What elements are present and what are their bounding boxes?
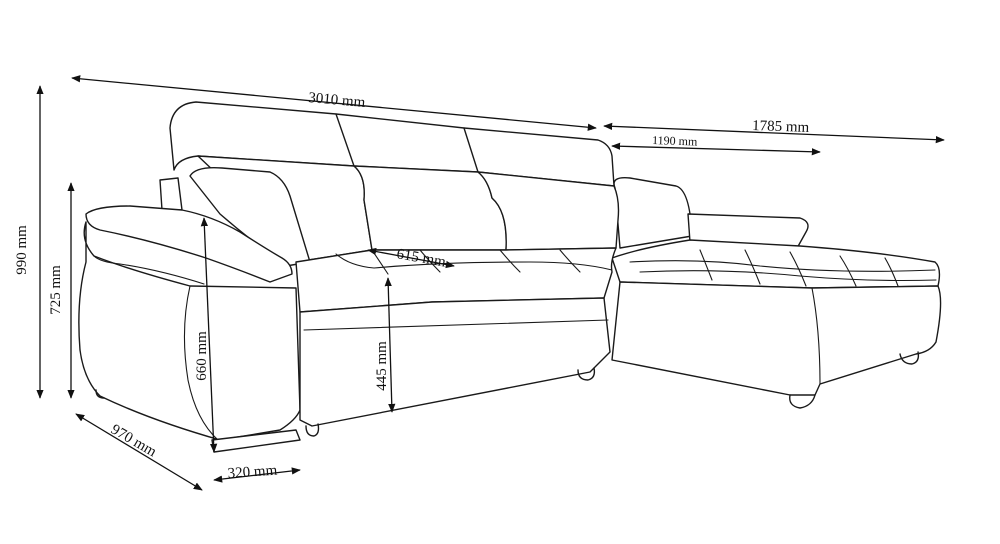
label-chaise-length: 1785 mm [752, 118, 810, 136]
dim-line-armrest-height [200, 217, 218, 453]
label-total-depth: 970 mm [108, 422, 159, 461]
left-armrest [78, 166, 311, 453]
dim-line-total-width [71, 75, 597, 131]
dimension-lines [36, 75, 945, 491]
label-seat-height: 445 mm [374, 341, 390, 391]
dim-line-chaise-seat [611, 142, 821, 156]
dim-line-seat-height [384, 277, 396, 413]
chaise-section [611, 177, 942, 409]
label-armrest-height: 660 mm [194, 331, 210, 381]
sofa-outline [78, 101, 942, 453]
dim-line-chaise-length [603, 122, 945, 144]
label-total-width: 3010 mm [308, 90, 367, 111]
label-armrest-width: 320 mm [227, 463, 278, 482]
dim-line-seat-depth [367, 247, 455, 269]
label-chaise-seat: 1190 mm [652, 133, 698, 149]
dim-line-total-depth [75, 413, 203, 491]
label-total-height: 990 mm [14, 225, 30, 275]
main-seat [295, 247, 617, 437]
dim-line-armrest-width [213, 467, 301, 483]
label-back-height: 725 mm [48, 265, 64, 315]
